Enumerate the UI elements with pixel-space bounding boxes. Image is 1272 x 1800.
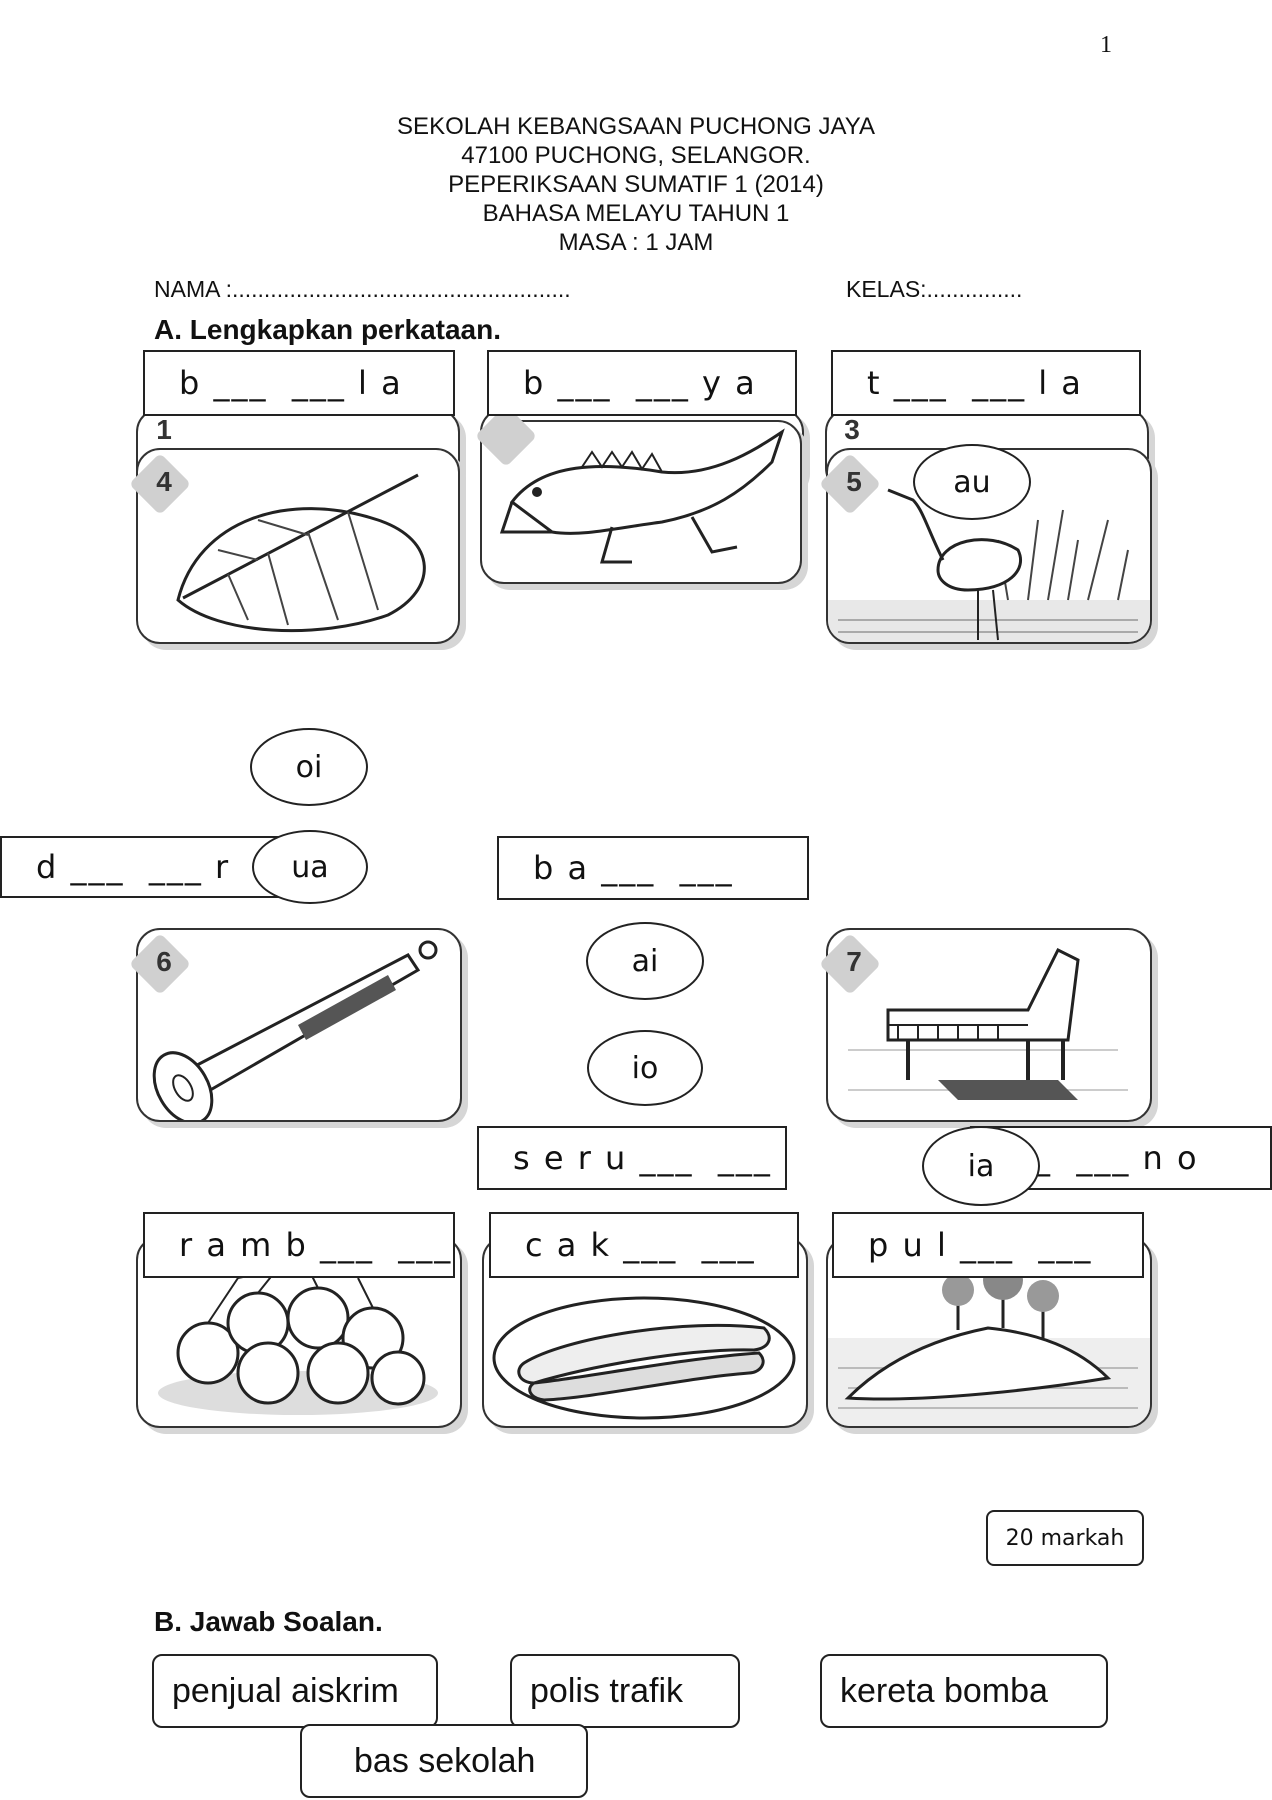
- vowel-bubble-ua[interactable]: ua: [252, 830, 368, 904]
- word-box-6[interactable]: s e r u ___ ___: [477, 1126, 787, 1190]
- word-box-10[interactable]: p u l ___ ___: [832, 1212, 1144, 1278]
- picture-panel-4: [136, 448, 460, 644]
- cakwe-icon: [492, 1296, 796, 1420]
- vowel-bubble-io[interactable]: io: [587, 1030, 703, 1106]
- vowel-bubble-ia[interactable]: ia: [922, 1126, 1040, 1206]
- exam-title: PEPERIKSAAN SUMATIF 1 (2014): [448, 171, 824, 198]
- school-name: SEKOLAH KEBANGSAAN PUCHONG JAYA: [397, 113, 875, 140]
- picture-panel-6: [136, 928, 462, 1122]
- leaf-icon: [176, 473, 426, 633]
- word-box-2[interactable]: b ___ ___ y a: [487, 350, 797, 416]
- picture-number-5: 5: [846, 466, 862, 497]
- word-box-5[interactable]: b a ___ ___: [497, 836, 809, 900]
- serunai-icon: [152, 940, 438, 1120]
- island-icon: [828, 1260, 1150, 1426]
- exam-duration: MASA : 1 JAM: [558, 229, 714, 256]
- marks-badge: 20 markah: [986, 1510, 1144, 1566]
- picture-panel-9: [482, 1236, 808, 1428]
- word-box-3[interactable]: t ___ ___ l a: [831, 350, 1141, 416]
- vowel-bubble-oi[interactable]: oi: [250, 728, 368, 806]
- heron-icon: [828, 488, 1150, 642]
- vowel-bubble-au[interactable]: au: [913, 444, 1031, 520]
- exam-header: SEKOLAH KEBANGSAAN PUCHONG JAYA 47100 PU…: [0, 112, 1272, 257]
- section-a-title: A. Lengkapkan perkataan.: [154, 314, 502, 345]
- picture-number-1: 1: [156, 414, 172, 445]
- crocodile-icon: [499, 428, 785, 564]
- piano-icon: [848, 947, 1128, 1100]
- school-address: 47100 PUCHONG, SELANGOR.: [461, 142, 811, 169]
- picture-number-4: 4: [156, 466, 172, 497]
- rambutan-icon: [158, 1267, 438, 1415]
- section-b-title: B. Jawab Soalan.: [154, 1606, 383, 1637]
- answer-option-4[interactable]: bas sekolah: [300, 1724, 588, 1798]
- subject-title: BAHASA MELAYU TAHUN 1: [482, 200, 790, 227]
- picture-panel-7: [826, 928, 1152, 1122]
- picture-panel-2: [480, 420, 802, 584]
- name-field[interactable]: NAMA :..................................…: [154, 276, 571, 302]
- answer-option-1[interactable]: penjual aiskrim: [152, 1654, 438, 1728]
- word-box-9[interactable]: c a k ___ ___: [489, 1212, 799, 1278]
- answer-option-3[interactable]: kereta bomba: [820, 1654, 1108, 1728]
- picture-number-6: 6: [156, 946, 172, 977]
- picture-number-7: 7: [846, 946, 862, 977]
- word-box-1[interactable]: b ___ ___ l a: [143, 350, 455, 416]
- vowel-bubble-ai[interactable]: ai: [586, 922, 704, 1000]
- word-box-8[interactable]: r a m b ___ ___: [143, 1212, 455, 1278]
- class-field[interactable]: KELAS:...............: [846, 276, 1023, 302]
- page-number: 1: [1100, 32, 1112, 58]
- picture-number-3: 3: [844, 414, 860, 445]
- answer-option-2[interactable]: polis trafik: [510, 1654, 740, 1728]
